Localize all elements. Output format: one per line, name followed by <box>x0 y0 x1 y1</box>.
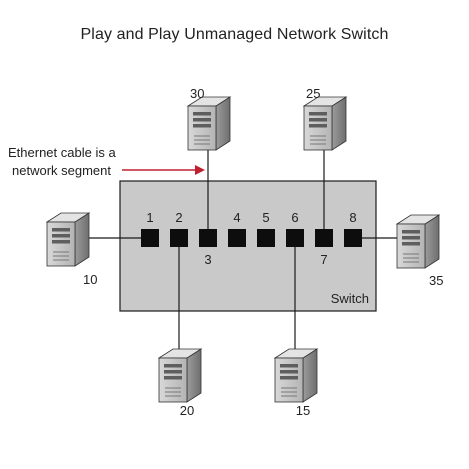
diagram-title: Play and Play Unmanaged Network Switch <box>80 26 389 43</box>
annotation-line-1: Ethernet cable is a <box>8 145 116 160</box>
tower-server-icon <box>45 212 91 267</box>
port-label-5: 5 <box>262 210 269 225</box>
annotation-line-2: network segment <box>12 163 111 178</box>
arrow-right-icon <box>122 165 205 175</box>
port-labels-layer: 1 2 3 4 5 6 7 8 <box>146 210 356 267</box>
tower-server-icon <box>302 96 348 151</box>
port-label-6: 6 <box>291 210 298 225</box>
port-label-4: 4 <box>233 210 240 225</box>
computer-label-35: 35 <box>429 273 443 288</box>
switch-port-5 <box>257 229 275 247</box>
tower-server-icon <box>186 96 232 151</box>
switch-port-7 <box>315 229 333 247</box>
switch-port-6 <box>286 229 304 247</box>
port-label-3: 3 <box>204 252 211 267</box>
switch-port-4 <box>228 229 246 247</box>
switch-box <box>119 180 377 312</box>
computer-label-30: 30 <box>190 86 204 101</box>
tower-server-icon <box>395 214 441 269</box>
switch-port-8 <box>344 229 362 247</box>
computer-label-25: 25 <box>306 86 320 101</box>
port-label-8: 8 <box>349 210 356 225</box>
computer-label-10: 10 <box>83 272 97 287</box>
switch-port-2 <box>170 229 188 247</box>
computer-label-20: 20 <box>180 403 194 418</box>
switch-label: Switch <box>331 291 369 306</box>
computer-label-15: 15 <box>296 403 310 418</box>
ports-layer <box>141 229 362 247</box>
port-label-1: 1 <box>146 210 153 225</box>
tower-server-icon <box>273 348 319 403</box>
switch-port-1 <box>141 229 159 247</box>
port-label-7: 7 <box>320 252 327 267</box>
tower-server-icon <box>157 348 203 403</box>
port-label-2: 2 <box>175 210 182 225</box>
cables-layer <box>86 150 397 350</box>
switch-port-3 <box>199 229 217 247</box>
